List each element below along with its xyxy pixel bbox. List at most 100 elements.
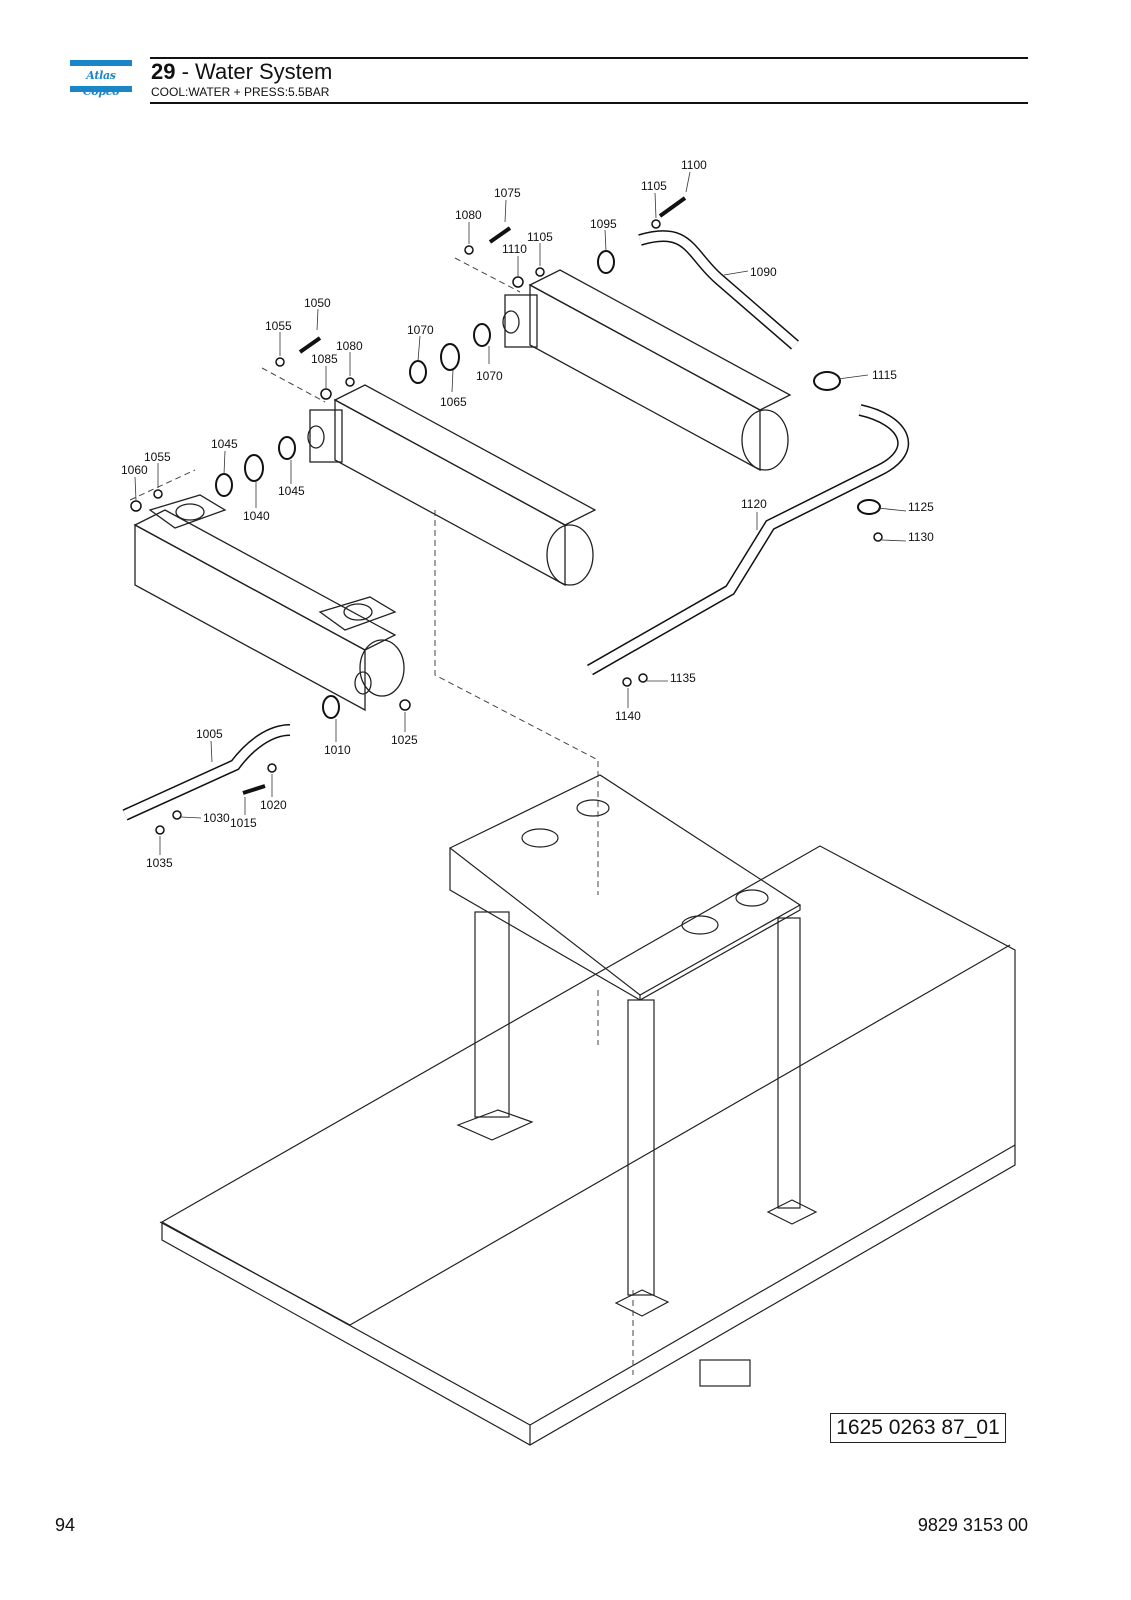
oring-1070-a (409, 360, 427, 384)
leader-1105-a (654, 192, 657, 219)
document-number: 9829 3153 00 (917, 1515, 1028, 1535)
callout-1045-a: 1045 (211, 437, 238, 451)
bolt-1075 (488, 226, 512, 244)
header-rule-top (150, 57, 1028, 59)
callout-1130: 1130 (908, 530, 934, 544)
callout-1115: 1115 (872, 368, 897, 382)
bolt-1100 (658, 196, 687, 218)
stand-hole-3 (681, 915, 719, 935)
drawing-id-box: 1625 0263 87_01 (830, 1413, 1006, 1443)
nut-1085 (320, 388, 332, 400)
assembly-line-1 (454, 257, 521, 293)
screw-1130 (873, 532, 883, 542)
fasteners (130, 196, 883, 835)
plug-1135 (638, 673, 648, 683)
leader-1130 (881, 539, 907, 542)
callout-1070-b: 1070 (476, 369, 503, 383)
callout-1020: 1020 (260, 798, 287, 812)
cooler-lower (133, 494, 405, 712)
callout-1030: 1030 (203, 811, 230, 825)
nut-1110 (512, 276, 524, 288)
cooler-lower-inlet (175, 503, 205, 521)
cooler-upper-side (529, 283, 761, 472)
cooler-upper-port (502, 310, 520, 334)
washer-1080-b (345, 377, 355, 387)
washer-1080-a (464, 245, 474, 255)
bolt-1050 (298, 336, 322, 354)
leader-1060 (134, 476, 137, 501)
frame-base (159, 845, 1016, 1446)
section-number: 29 (151, 59, 176, 84)
callout-1080-a: 1080 (455, 208, 482, 222)
cooler-middle-flange (309, 409, 343, 463)
nut-1025 (399, 699, 411, 711)
assembly-line-3 (129, 469, 196, 501)
gasket-1040 (244, 454, 264, 482)
stand-leg-right (777, 917, 801, 1209)
oring-1095 (597, 250, 615, 274)
leader-1090 (723, 270, 749, 276)
gasket-1065 (440, 343, 460, 371)
callout-1055-b: 1055 (144, 450, 171, 464)
pipe-1120-inner (587, 405, 908, 674)
page-subtitle: COOL:WATER + PRESS:5.5BAR (151, 85, 330, 99)
leader-1065 (451, 369, 454, 393)
page-number: 94 (55, 1515, 76, 1535)
leader-lines (134, 171, 907, 855)
callout-1025: 1025 (391, 733, 418, 747)
washer-1055-a (275, 357, 285, 367)
cooler-lower-top (133, 509, 397, 651)
washer-1105-b (535, 267, 545, 277)
assembly-line-2 (261, 367, 326, 403)
assembly-line-4 (434, 510, 599, 895)
oring-1045-b (278, 436, 296, 460)
plug-1030 (172, 810, 182, 820)
oring-1070-b (473, 323, 491, 347)
cooler-lower-outlet-flange (318, 596, 397, 631)
callout-1120: 1120 (741, 497, 767, 511)
stand-foot-right (766, 1199, 818, 1225)
stand-leg-rear (474, 911, 510, 1118)
callout-1010: 1010 (324, 743, 351, 757)
callout-1085: 1085 (311, 352, 338, 366)
section-title: - Water System (175, 59, 333, 84)
cooler-upper-endcap (741, 409, 789, 471)
callout-1015: 1015 (230, 816, 257, 830)
cooler-stand (448, 774, 818, 1317)
stand-hole-2 (576, 799, 610, 817)
callout-1110: 1110 (502, 242, 527, 256)
callout-1095: 1095 (590, 217, 617, 231)
base-right-edge (529, 1144, 1016, 1426)
cooler-lower-port (354, 671, 372, 695)
cooler-middle-side (334, 398, 566, 587)
leader-1075 (504, 199, 507, 223)
callout-1040: 1040 (243, 509, 270, 523)
callout-labels: 1100 1105 1075 1080 1105 1110 1095 1090 … (121, 158, 934, 870)
callout-1070-a: 1070 (407, 323, 434, 337)
callout-1045-b: 1045 (278, 484, 305, 498)
logo-bar-bottom (70, 86, 132, 92)
callout-1140: 1140 (615, 709, 641, 723)
callout-1050: 1050 (304, 296, 331, 310)
screw-1140 (622, 677, 632, 687)
stand-hole-4 (735, 889, 769, 907)
leader-1100 (685, 171, 691, 193)
nut-1060 (130, 500, 142, 512)
logo-bar-top (70, 60, 132, 66)
base-cutout (699, 1359, 751, 1387)
washer-1020 (267, 763, 277, 773)
stand-hole-1 (521, 828, 559, 848)
oring-1010 (322, 695, 340, 719)
seals-and-gaskets (215, 250, 881, 719)
cooler-upper (502, 269, 792, 472)
stand-foot-rear (456, 1109, 534, 1141)
washer-1055-b (153, 489, 163, 499)
callout-1080-b: 1080 (336, 339, 363, 353)
pipe-1005-inner (123, 725, 291, 820)
oring-1045-a (215, 473, 233, 497)
base-inner-line (159, 1221, 351, 1326)
pipe-1120 (587, 404, 910, 676)
clamp-1115 (813, 371, 841, 391)
leader-1045-a (223, 450, 226, 475)
